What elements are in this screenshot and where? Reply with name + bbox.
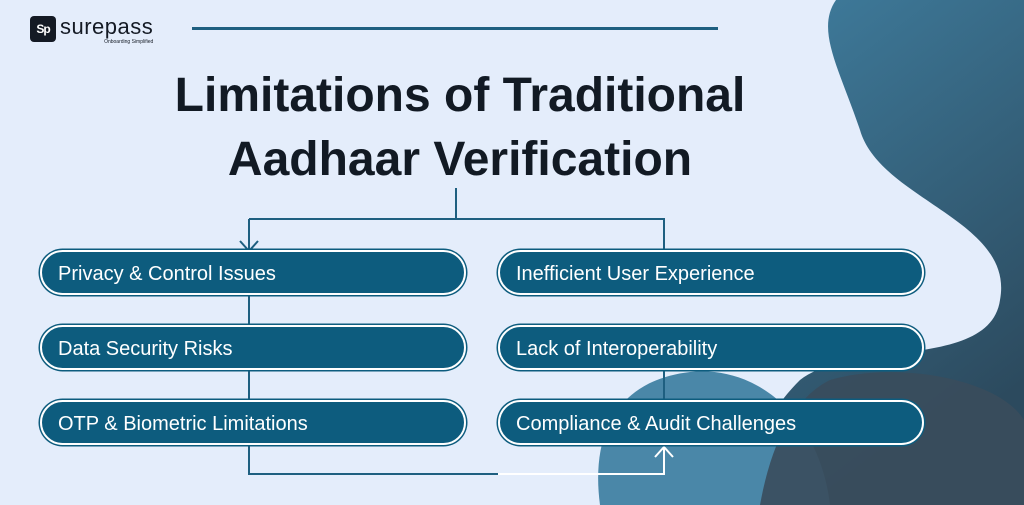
connector-lines (239, 188, 665, 475)
logo-tagline: Onboarding Simplified (104, 39, 154, 45)
title-line-2: Aadhaar Verification (227, 133, 693, 186)
logo-text: surepass Onboarding Simplified (60, 14, 154, 46)
item-interoperability: Lack of Interoperability (498, 325, 924, 370)
item-otp-biometric: OTP & Biometric Limitations (40, 400, 466, 445)
header-rule (192, 27, 718, 30)
blob-top-right (755, 0, 1024, 505)
logo-wordmark: surepass (60, 14, 154, 39)
item-privacy-control: Privacy & Control Issues (40, 250, 466, 295)
title-line-1: Limitations of Traditional (174, 69, 746, 122)
connector-arrow-up (498, 445, 674, 475)
item-compliance-audit: Compliance & Audit Challenges (498, 400, 924, 445)
item-user-experience: Inefficient User Experience (498, 250, 924, 295)
logo: Sp surepass Onboarding Simplified (30, 16, 153, 46)
logo-mark: Sp (30, 16, 56, 42)
page-title: Limitations of Traditional Aadhaar Verif… (90, 64, 830, 192)
item-data-security: Data Security Risks (40, 325, 466, 370)
